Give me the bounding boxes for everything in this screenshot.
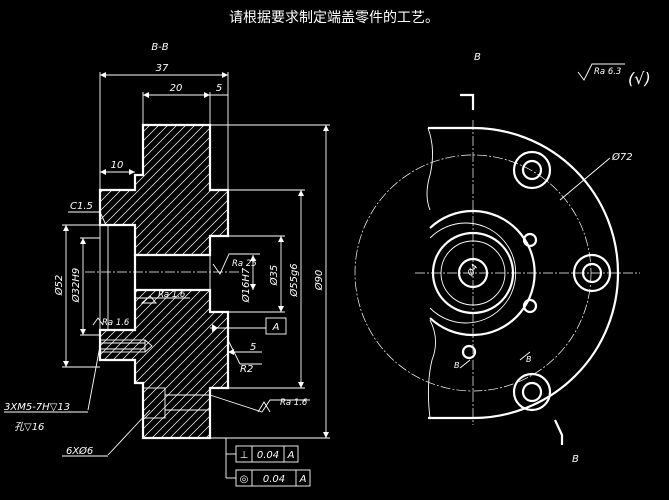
break-line-top [426,127,433,211]
hatch-line [100,125,102,438]
dim-groove: 5 [250,342,256,353]
svg-text:0.04: 0.04 [257,450,279,461]
dim-chamfer: C1.5 [70,201,93,212]
roughness-general-symbol [577,63,625,81]
hatch-line [329,120,659,450]
datum-a-label: A [272,322,280,333]
svg-text:0.04: 0.04 [263,474,285,485]
page-title: 请根据要求制定端盖零件的工艺。 [229,10,439,26]
dim-overall-length: 37 [156,63,169,74]
datum-a-box [265,317,287,335]
svg-text:Ø4: Ø4 [465,262,481,279]
hatch-line [100,125,183,438]
section-view: B-B 37 20 5 [0,42,669,487]
roughness-bore: Ra 1.6 [158,290,186,300]
hatch-line [320,120,650,450]
hatch-line [100,125,228,438]
small-hole-lower [522,298,538,314]
hatch-line [347,120,669,450]
hatch-line [356,120,669,450]
hatch-line [100,125,228,438]
roughness-counterbore: Ra 1.6 [102,318,130,328]
hatch-line [311,120,641,450]
hatch-line [211,125,228,438]
tolerance-frame-perpendicularity: ⊥ 0.04 A [225,438,299,463]
hatch-line [100,125,228,438]
hatch-line [100,125,228,438]
small-hole-upper [522,232,538,248]
tolerance-frame-concentricity: ◎ 0.04 A [225,454,311,487]
dim-d52: Ø52 [53,275,65,297]
section-mark-inner-2: B [526,355,532,364]
dim-small-step: 5 [216,83,222,94]
hatch-line [202,125,228,438]
small-hole-bottom [461,344,477,360]
cut-mark-bottom [554,419,564,445]
roughness-general: Ra 6.3 [594,67,621,77]
hatch-line [103,125,228,438]
svg-text:A: A [299,474,307,485]
hatch-line [0,120,29,450]
hatch-line [437,120,669,450]
hatch-line [100,125,228,438]
hatch-line [410,120,669,450]
thread-depth-note: 孔▽16 [14,421,44,433]
hatch-line [100,125,228,438]
hatch-line [100,125,228,438]
counterbore-hole [142,387,166,419]
svg-text:◎: ◎ [240,474,249,485]
hatch-line [100,125,228,438]
part-outline-lower [98,288,230,440]
hatch-line [100,125,219,438]
outer-rim [472,126,620,420]
hatch-line [0,120,56,450]
hatch-line [464,120,669,450]
hole-note: 6XØ6 [66,445,93,457]
hatch-line [374,120,669,450]
section-label: B-B [151,42,168,53]
section-mark-top: B [474,52,481,63]
roughness-paren: (√) [628,69,651,88]
svg-text:⊥: ⊥ [240,450,249,461]
dim-flange-thickness: 10 [111,160,124,171]
dim-d90: Ø90 [313,270,325,292]
dim-d55g6: Ø55g6 [288,263,300,297]
roughness-ra25: Ra 25 [232,259,257,269]
dim-d35: Ø35 [268,265,280,287]
end-view: Ra 6.3 (√) B B B B Ø72 Ø4 [354,52,651,465]
svg-text:A: A [287,450,295,461]
roughness-face: Ra 1.6 [280,398,308,408]
break-line-bottom [427,319,436,419]
cut-mark-top [460,93,475,110]
hatch-line [455,120,669,450]
hatch-line [0,120,20,450]
dim-d32h9: Ø32H9 [70,268,82,303]
dim-d16h7: Ø16H7 [240,267,252,303]
part-outline-upper [98,123,230,257]
hatch-line [100,125,228,438]
hatch-line [100,125,210,438]
hatch-line [100,125,165,438]
thread-note: 3XM5-7H▽13 [4,402,70,413]
hatch-line [383,120,669,450]
bolt-hole-right [572,253,612,293]
hatch-line [100,125,201,438]
dim-hub-length: 20 [170,83,183,94]
hatch-line [100,125,228,438]
hatch-line [100,125,228,438]
section-mark-inner-1: B [454,361,460,370]
hatch-line [0,120,38,450]
dim-pcd: Ø72 [611,151,633,163]
hatch-line [166,125,228,438]
hatch-line [0,120,47,450]
dim-radius: R2 [240,364,253,375]
hatch-line [284,120,614,450]
section-mark-bottom: B [572,454,579,465]
bolt-hole-top [512,150,552,190]
bolt-hole-bottom [512,372,552,412]
hatch-line [100,125,174,438]
